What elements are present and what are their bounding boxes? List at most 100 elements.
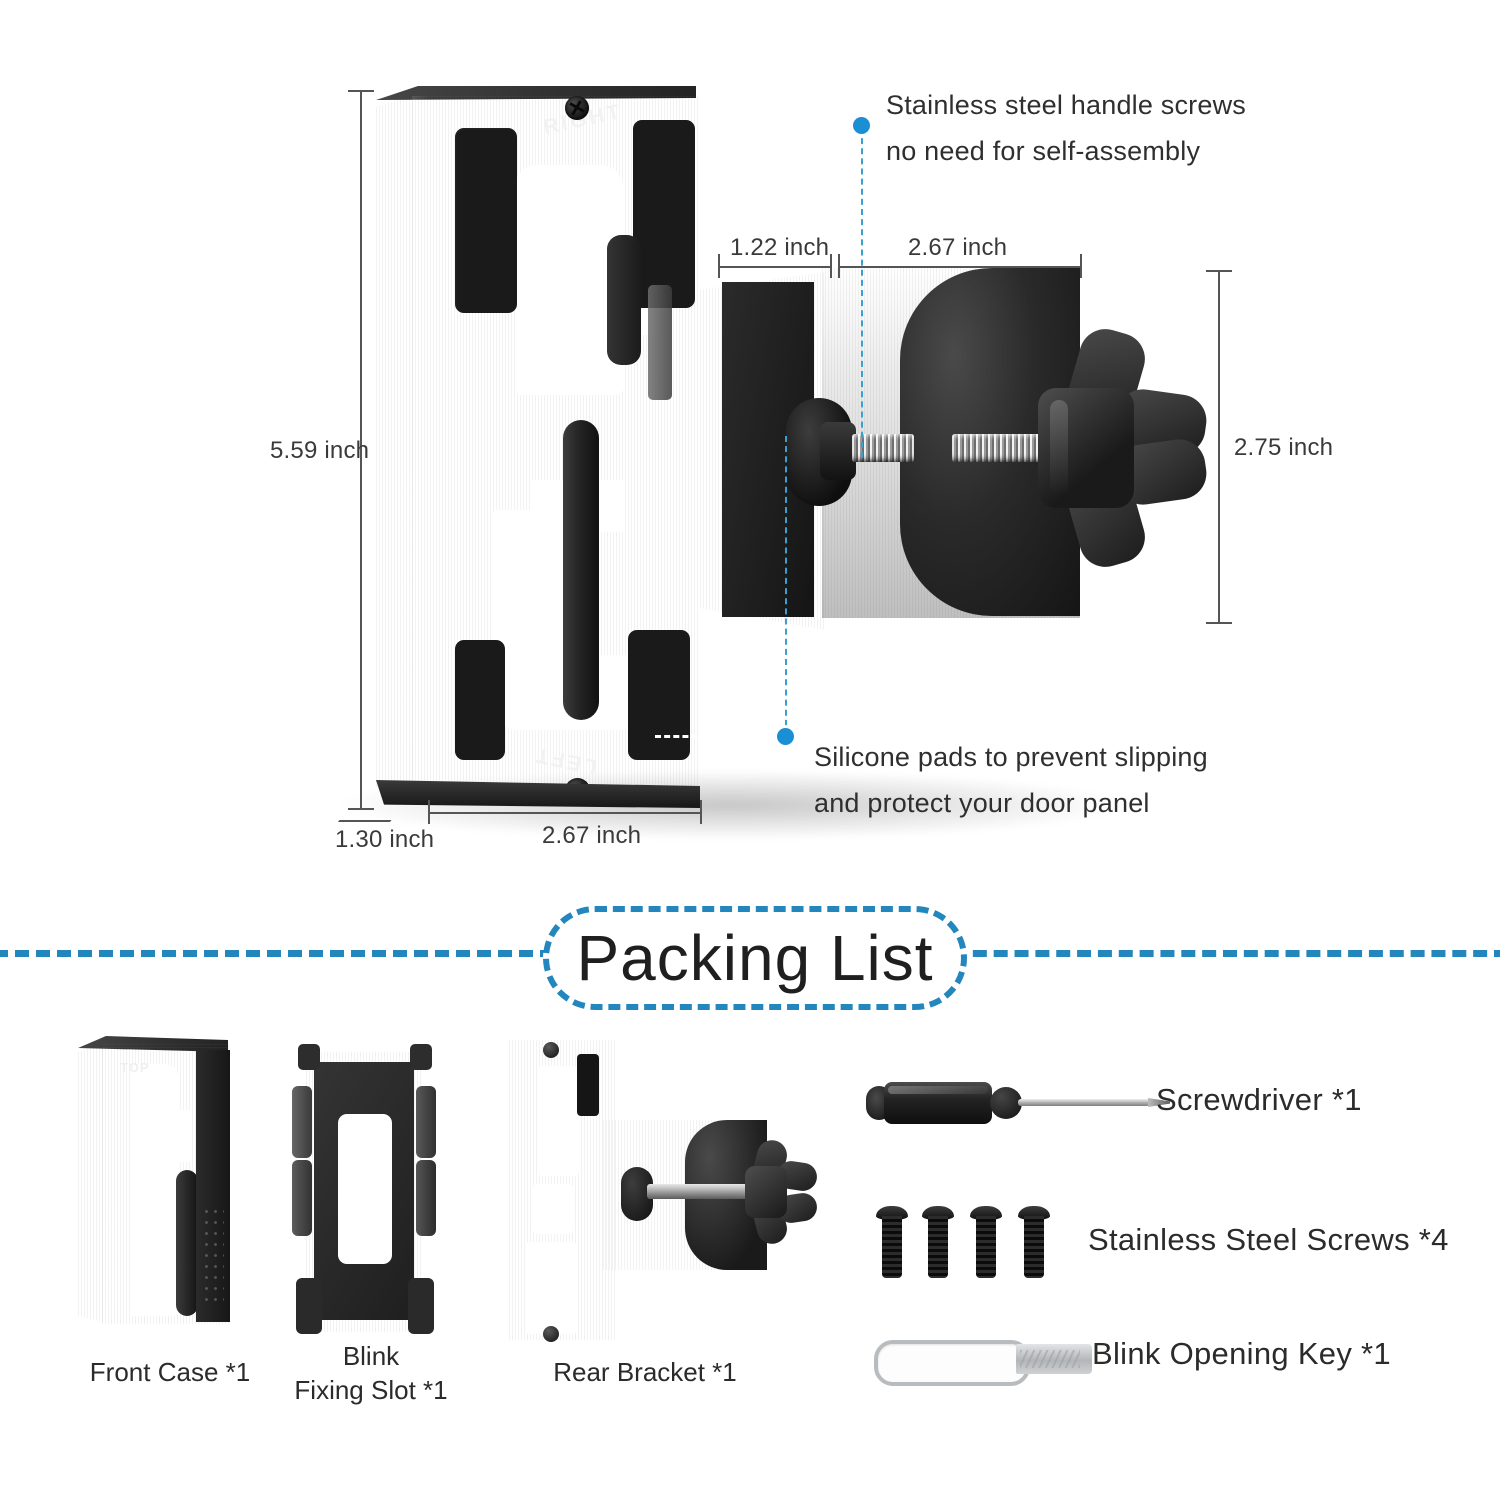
dim-label-bracket-height: 2.75 inch xyxy=(1234,434,1334,461)
callout-handle-screws-line1: Stainless steel handle screws xyxy=(886,90,1246,120)
banner-divider-left xyxy=(0,950,554,957)
rear-bracket-pad-top xyxy=(577,1054,599,1116)
fixing-slot-tab-left-top xyxy=(292,1086,312,1158)
fixing-slot-foot-br xyxy=(408,1278,434,1334)
dim-tick-gap-left xyxy=(718,254,720,278)
callout-silicone-leader-horizontal xyxy=(655,735,789,738)
rear-bracket-plate-window-top xyxy=(537,1066,579,1176)
dim-tick-bh-bottom xyxy=(1206,622,1232,624)
dim-tick-gap-right xyxy=(830,254,832,278)
screwdriver-handle-gloss xyxy=(888,1086,988,1094)
front-case-top-rim xyxy=(78,1036,228,1052)
dim-line-bracket-width xyxy=(838,266,1080,268)
fixing-slot-foot-bl xyxy=(296,1278,322,1334)
fixing-slot-tab-right-bottom xyxy=(416,1160,436,1236)
rear-bracket-plate-window-bottom xyxy=(525,1242,577,1334)
screwdriver-collar xyxy=(990,1087,1022,1119)
fixing-slot-foot-tr xyxy=(410,1044,432,1070)
dim-tick-width-left xyxy=(428,800,430,824)
clamp-star-knob xyxy=(1020,322,1210,574)
packing-item-opening-key: Blink Opening Key *1 xyxy=(870,1320,1470,1390)
front-case-top-label: TOP xyxy=(120,1060,150,1075)
opening-key-loop xyxy=(874,1340,1030,1386)
dim-tick-width-right xyxy=(700,800,702,824)
opening-key-label: Blink Opening Key *1 xyxy=(1092,1336,1391,1371)
fixing-slot-tab-right-top xyxy=(416,1086,436,1158)
dim-label-height: 5.59 inch xyxy=(270,437,370,464)
case-vent-holes xyxy=(400,470,428,740)
packing-list-title: Packing List xyxy=(576,922,934,994)
case-rail-highlight xyxy=(412,96,428,796)
dim-line-height xyxy=(360,90,362,808)
dim-label-depth: 1.30 inch xyxy=(335,826,435,853)
product-diagram-section: RIGHT LEFT xyxy=(270,86,1334,853)
callout-silicone-dot xyxy=(777,728,794,745)
case-pad-top-right xyxy=(633,120,695,308)
top-screw-icon xyxy=(565,96,589,120)
fixing-slot-caption-line2: Fixing Slot *1 xyxy=(294,1375,448,1405)
front-case-vent-left xyxy=(104,1206,124,1308)
screwdriver-shaft xyxy=(1018,1099,1150,1106)
screw-3 xyxy=(970,1206,1002,1278)
screw-4 xyxy=(1018,1206,1050,1278)
case-pad-bottom-left xyxy=(455,640,505,760)
dim-line-width-bottom xyxy=(428,812,700,814)
packing-list-pill: Packing List xyxy=(543,906,967,1010)
callout-handle-screws-dot xyxy=(853,117,870,134)
clamp-pad-collar xyxy=(820,422,856,480)
banner-divider-right xyxy=(952,950,1500,957)
rear-bracket-screw-top xyxy=(543,1042,559,1058)
screw-2 xyxy=(922,1206,954,1278)
dim-tick-bh-top xyxy=(1206,270,1232,272)
rear-bracket-plate-window-mid xyxy=(533,1184,573,1234)
knob-hub xyxy=(1038,388,1134,508)
steel-screws-label: Stainless Steel Screws *4 xyxy=(1088,1222,1449,1257)
dim-label-bracket-width: 2.67 inch xyxy=(908,234,1008,261)
dim-tick-height-top xyxy=(348,90,374,92)
callout-handle-screws-leader xyxy=(861,128,863,458)
callout-handle-screws-line2: no need for self-assembly xyxy=(886,136,1201,166)
case-left-edge xyxy=(376,95,414,795)
front-case-rib xyxy=(176,1170,198,1316)
callout-silicone-line2: and protect your door panel xyxy=(814,788,1150,818)
front-case-caption-line1: Front Case *1 xyxy=(89,1357,251,1387)
dim-line-gap xyxy=(718,266,830,268)
dim-tick-height-bottom xyxy=(348,808,374,810)
callout-silicone-leader-vertical xyxy=(785,436,787,736)
front-case-cavity-notch xyxy=(168,1110,192,1162)
case-pad-bottom-right xyxy=(628,630,690,760)
dim-label-width-bottom: 2.67 inch xyxy=(542,822,642,849)
opening-key-tab-texture xyxy=(1020,1350,1080,1368)
front-case-left-wall xyxy=(78,1042,104,1322)
rear-bracket-screw-bottom xyxy=(543,1326,559,1342)
front-case-vent-right xyxy=(202,1206,224,1308)
front-case-cavity xyxy=(130,1064,178,1316)
packing-item-screwdriver: Screwdriver *1 xyxy=(866,1068,1466,1138)
rear-bracket-rod xyxy=(647,1184,757,1199)
fixing-slot-window xyxy=(338,1114,392,1264)
dim-tick-bracket-right xyxy=(1080,254,1082,278)
packing-list-banner: Packing List xyxy=(0,898,1500,1010)
fixing-slot-caption-line1: Blink xyxy=(342,1341,400,1371)
callout-silicone-line1: Silicone pads to prevent slipping xyxy=(814,742,1208,772)
rear-bracket-knob xyxy=(741,1137,819,1247)
dim-label-gap: 1.22 inch xyxy=(730,234,830,261)
front-case-inner-wall xyxy=(196,1050,230,1322)
packing-list-items: TOP Front Case *1 Blink Fixing Slot *1 xyxy=(0,1020,1500,1440)
screwdriver-label: Screwdriver *1 xyxy=(1156,1082,1362,1117)
packing-item-rear-bracket: Rear Bracket *1 xyxy=(495,1032,825,1387)
screwdriver-handle xyxy=(884,1082,992,1124)
case-pad-top-left xyxy=(455,128,517,313)
case-rib-upper xyxy=(607,235,641,365)
packing-item-fixing-slot: Blink Fixing Slot *1 xyxy=(288,1042,458,1405)
case-top-bevel xyxy=(376,86,696,100)
fixing-slot-tab-left-bottom xyxy=(292,1160,312,1236)
packing-item-front-case: TOP Front Case *1 xyxy=(60,1020,280,1387)
dim-line-bracket-height xyxy=(1218,270,1220,622)
case-interior-rib xyxy=(563,420,599,720)
screwdriver-tip xyxy=(1148,1098,1170,1107)
case-rib-grey xyxy=(648,285,672,400)
fixing-slot-foot-tl xyxy=(298,1044,320,1070)
dim-tick-bracket-left xyxy=(838,254,840,278)
